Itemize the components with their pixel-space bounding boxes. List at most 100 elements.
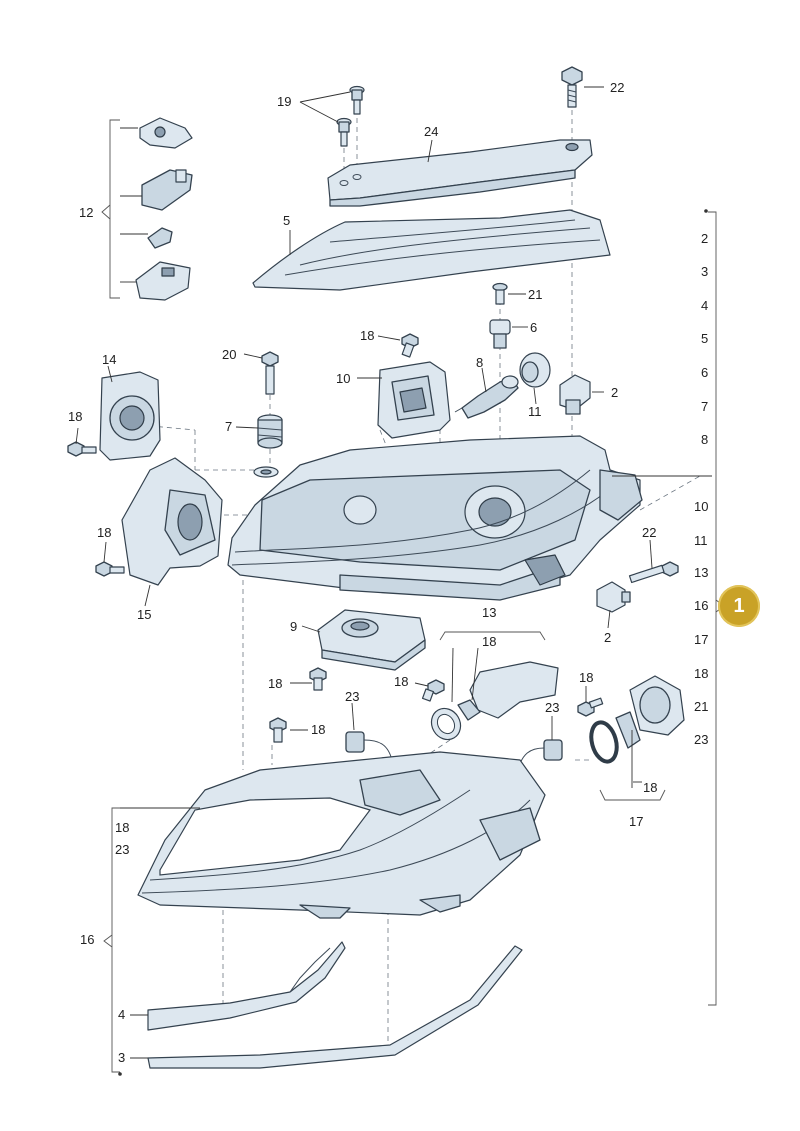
label-7: 7 — [225, 419, 232, 434]
bracket-right — [708, 211, 717, 1006]
screw-19-lower — [336, 117, 352, 147]
bracket-right-dot-top — [704, 209, 708, 213]
lamp-module-17 — [629, 675, 685, 736]
ballast-unit-9 — [317, 609, 426, 671]
bracket-16-notch — [103, 934, 113, 948]
label-19: 19 — [277, 94, 291, 109]
screw-18-left-lower — [95, 561, 125, 577]
bracket-16-dot — [118, 1072, 122, 1076]
list-item: 4 — [701, 298, 708, 313]
trim-strip-3 — [147, 945, 523, 1069]
list-item: 6 — [701, 365, 708, 380]
screw-18-ballast — [309, 667, 327, 691]
list-item: 7 — [701, 399, 708, 414]
bracket-13 — [439, 631, 546, 641]
label-11: 11 — [528, 404, 542, 419]
label-18-left: 18 — [68, 409, 82, 424]
projector-housing-15 — [121, 457, 223, 586]
leader-lines — [75, 86, 712, 1059]
screw-21 — [492, 282, 508, 305]
list-item: 8 — [701, 432, 708, 447]
label-22-top: 22 — [610, 80, 624, 95]
label-21: 21 — [528, 287, 542, 302]
mounting-bracket-24 — [327, 139, 593, 207]
list-item: 21 — [694, 699, 708, 714]
screw-18-17 — [577, 697, 604, 717]
clip-part-12d — [135, 261, 191, 301]
label-10: 10 — [336, 371, 350, 386]
label-16: 16 — [80, 932, 94, 947]
list-item: 10 — [694, 499, 708, 514]
label-4: 4 — [118, 1007, 125, 1022]
adjuster-2-upper — [559, 374, 591, 415]
list-item: 17 — [694, 632, 708, 647]
screw-18-top — [401, 333, 419, 358]
label-18-mid-left: 18 — [394, 674, 408, 689]
label-18-17: 18 — [643, 780, 657, 795]
label-9: 9 — [290, 619, 297, 634]
bracket-list: 2 3 4 5 6 7 8 10 11 13 16 17 18 21 23 — [694, 231, 708, 747]
clip-part-12c — [147, 227, 173, 249]
label-12: 12 — [79, 205, 93, 220]
screw-18-mid — [269, 717, 287, 743]
label-18-mid: 18 — [311, 722, 325, 737]
clip-part-12b — [141, 169, 193, 211]
seal-ring — [430, 707, 462, 741]
label-14: 14 — [102, 352, 116, 367]
cover-13 — [469, 661, 559, 719]
adjuster-2-lower — [596, 581, 631, 613]
label-2-side: 2 — [604, 630, 611, 645]
connector-23-right — [517, 739, 563, 771]
label-18-13: 18 — [482, 634, 496, 649]
screw-20 — [261, 351, 279, 395]
label-20: 20 — [222, 347, 236, 362]
bracket-17 — [599, 789, 666, 801]
label-22-side: 22 — [642, 525, 656, 540]
washer-7 — [253, 466, 279, 478]
cap-11 — [519, 352, 551, 388]
label-15: 15 — [137, 607, 151, 622]
screw-18-13 — [421, 679, 445, 702]
adapter-18-17 — [615, 711, 641, 749]
list-item: 23 — [694, 732, 708, 747]
label-18-left-lower: 18 — [97, 525, 111, 540]
seal-ring-17 — [589, 720, 619, 764]
callout-badge[interactable]: 1 — [718, 585, 760, 627]
list-item: 5 — [701, 331, 708, 346]
label-23-housing: 23 — [115, 842, 129, 857]
label-18-ballast: 18 — [268, 676, 282, 691]
list-item: 16 — [694, 598, 708, 613]
bracket-16 — [111, 807, 120, 1073]
label-23-left: 23 — [345, 689, 359, 704]
label-23-right: 23 — [545, 700, 559, 715]
label-5: 5 — [283, 213, 290, 228]
list-item: 18 — [694, 666, 708, 681]
label-18-top: 18 — [360, 328, 374, 343]
label-17: 17 — [629, 814, 643, 829]
adjuster-7 — [257, 414, 283, 449]
headlight-housing-lower — [137, 751, 546, 919]
headlight-assembly — [227, 435, 643, 601]
label-18-right: 18 — [579, 670, 593, 685]
headlight-top-cover-5 — [252, 209, 611, 291]
label-24: 24 — [424, 124, 438, 139]
control-unit-10 — [377, 361, 451, 439]
drl-strip-4 — [147, 941, 346, 1031]
clip-18-13 — [457, 699, 481, 721]
list-item: 13 — [694, 565, 708, 580]
list-item: 3 — [701, 264, 708, 279]
bulb-socket-6 — [489, 319, 511, 349]
label-3: 3 — [118, 1050, 125, 1065]
clip-part-12a — [139, 117, 193, 149]
actuator-14 — [99, 371, 161, 461]
list-item: 2 — [701, 231, 708, 246]
screw-19-upper — [349, 85, 365, 115]
screw-22-side — [628, 561, 679, 584]
label-8: 8 — [476, 355, 483, 370]
screw-18-left — [67, 441, 97, 457]
connector-23-left — [345, 731, 393, 761]
bulb-8 — [454, 375, 519, 419]
part-number-labels: 19 22 24 12 5 21 6 18 20 10 8 11 2 14 18… — [68, 80, 657, 1065]
screw-22-top — [561, 66, 583, 108]
